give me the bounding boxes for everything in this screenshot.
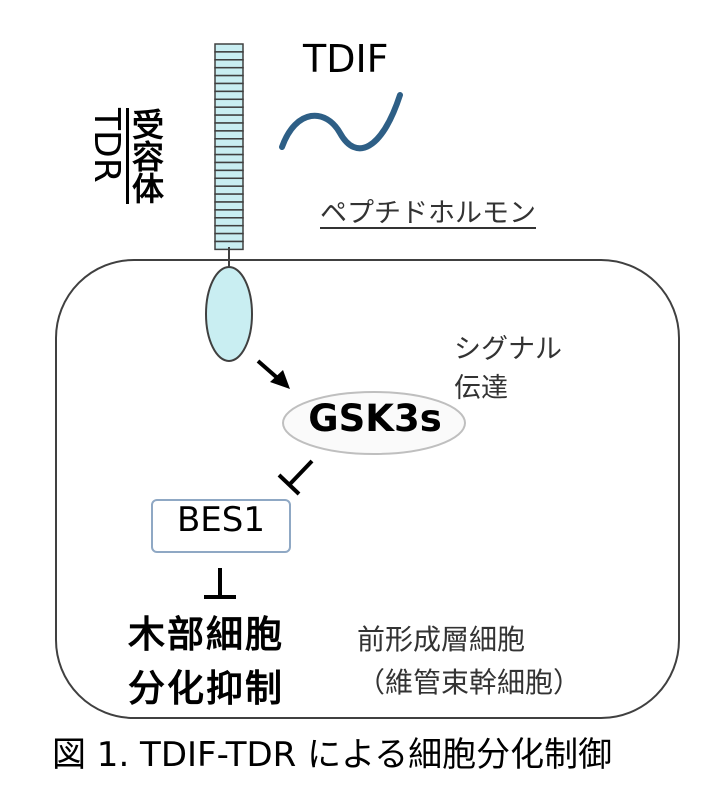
bes1-box <box>151 499 291 553</box>
inhibition-line-gsk3s-bes1 <box>288 459 314 486</box>
receptor-repeat-segment <box>214 145 244 156</box>
receptor-label-group: 受容体 TDR <box>86 108 165 204</box>
receptor-repeat-segment <box>214 153 244 164</box>
receptor-label: 受容体 <box>127 108 165 204</box>
xylem-differentiation-inhibition-label: 木部細胞 分化抑制 <box>128 613 284 710</box>
receptor-repeat-segment <box>214 138 244 148</box>
bes1-label: BES1 <box>176 500 266 540</box>
receptor-repeat-segment <box>214 98 244 108</box>
receptor-repeat-segment <box>214 169 244 180</box>
figure-caption: 図 1. TDIF-TDR による細胞分化制御 <box>52 735 613 775</box>
activation-arrowhead <box>270 370 290 389</box>
tdif-peptide-wave <box>279 92 403 152</box>
receptor-repeat-segment <box>214 114 244 124</box>
receptor-repeat-segment <box>214 43 244 53</box>
receptor-repeat-segment <box>214 224 244 235</box>
procambium-cell-label: 前形成層細胞 （維管束幹細胞） <box>357 623 582 700</box>
receptor-repeat-segment <box>214 82 244 93</box>
receptor-repeat-segment <box>214 161 244 172</box>
receptor-repeat-segment <box>214 74 244 85</box>
receptor-repeat-segment <box>214 193 244 203</box>
receptor-repeat-segment <box>214 232 244 243</box>
inhibition-bar-gsk3s-bes1 <box>277 473 301 496</box>
receptor-repeat-segment <box>214 59 244 69</box>
gsk3s-ellipse <box>282 391 466 455</box>
cell-outline <box>55 259 680 719</box>
receptor-kinase-domain <box>205 266 253 362</box>
receptor-repeat-segment <box>214 130 244 140</box>
receptor-extracellular-domain <box>214 43 244 251</box>
receptor-repeat-segment <box>214 106 244 116</box>
receptor-repeat-segment <box>214 185 244 195</box>
ligand-label: TDIF <box>303 37 389 81</box>
receptor-repeat-segment <box>214 201 244 211</box>
receptor-repeat-segment <box>214 90 244 101</box>
gsk3s-label: GSK3s <box>308 397 442 440</box>
receptor-repeat-segment <box>214 209 244 219</box>
signal-transduction-label: シグナル 伝達 <box>454 334 562 405</box>
receptor-repeat-segment <box>214 51 244 61</box>
receptor-repeat-segment <box>214 217 244 227</box>
receptor-repeat-segment <box>214 177 244 187</box>
receptor-repeat-segment <box>214 66 244 77</box>
receptor-repeat-segment <box>214 122 244 132</box>
receptor-name: TDR <box>86 108 127 183</box>
ligand-class-label: ペプチドホルモン <box>320 198 536 229</box>
